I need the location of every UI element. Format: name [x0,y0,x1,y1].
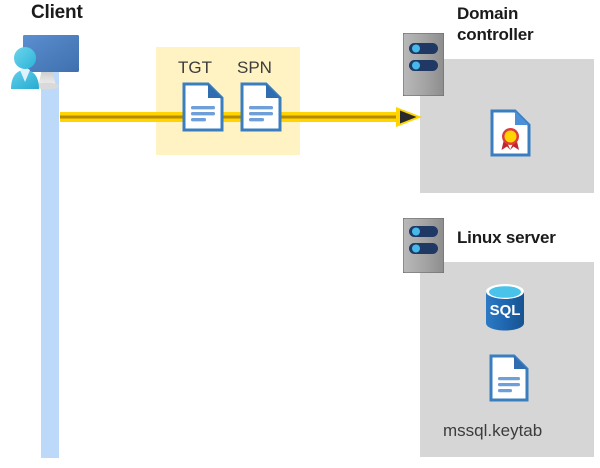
spn-label: SPN [237,58,272,77]
keytab-document-icon [489,354,529,407]
keytab-file-label: mssql.keytab [443,421,543,440]
client-title: Client [31,2,83,23]
sql-database-icon: SQL [486,284,524,331]
domain-controller-title: Domain controller [457,4,534,44]
sql-database-icon: SQL [482,282,528,337]
spn-document-icon [240,82,282,137]
certificate-document-icon [490,109,531,157]
domain-controller-server-icon [402,32,445,101]
document-icon [182,82,224,132]
client-lifeline [41,72,59,458]
certificate-icon [490,109,531,162]
tgt-document-icon [182,82,224,137]
document-icon [489,354,529,402]
client-icon [6,32,86,99]
right-arrow-icon [60,107,422,127]
tgt-label: TGT [178,58,212,77]
linux-server-icon [402,217,445,278]
linux-server-title: Linux server [457,228,556,247]
document-icon [240,82,282,132]
server-rack-icon [402,32,445,97]
user-with-monitor-icon [11,35,79,90]
flow-arrow [60,105,422,129]
svg-text:SQL: SQL [490,302,521,319]
server-rack-icon [402,217,445,274]
